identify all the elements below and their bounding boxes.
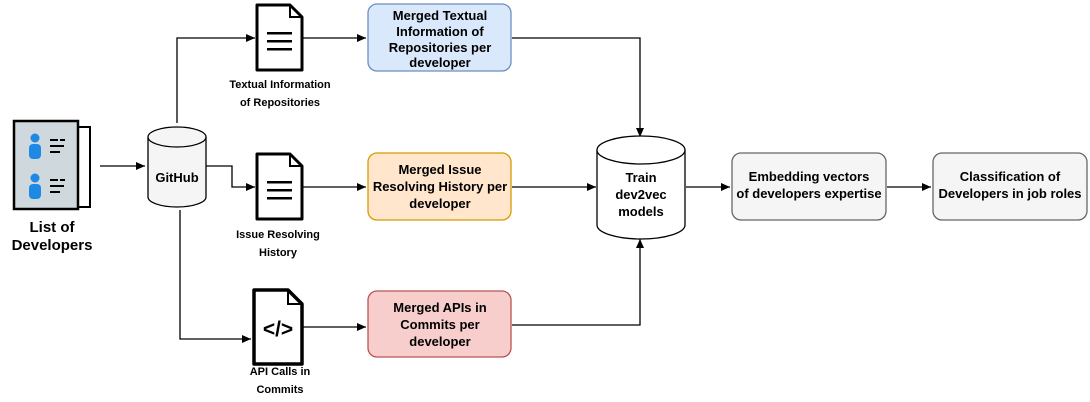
classification-label: Classification of	[960, 169, 1061, 184]
merged-textual-label: Merged Textual	[393, 8, 487, 23]
developer-list-caption: Developers	[12, 237, 93, 254]
merged-issues-box: Merged Issue Resolving History per devel…	[367, 152, 512, 221]
arrow-github-to-api	[179, 210, 251, 343]
box-shape	[932, 152, 1088, 221]
merged-textual-label: developer	[409, 55, 470, 70]
connectors	[100, 34, 931, 343]
merged-api-label: Commits per	[400, 317, 479, 332]
textual-source-caption: of Repositories	[240, 97, 320, 109]
train-label: models	[618, 204, 664, 219]
merged-textual-box: Merged Textual Information of Repositori…	[367, 3, 512, 72]
embedding-vectors-box: Embedding vectors of developers expertis…	[731, 152, 887, 221]
code-glyph: </>	[263, 318, 293, 341]
document-icon	[255, 152, 304, 221]
box-shape	[731, 152, 887, 221]
textual-source-caption: Textual Information	[229, 79, 331, 91]
train-label: Train	[625, 170, 656, 185]
box-shape	[367, 290, 512, 358]
embedding-label: Embedding vectors	[749, 169, 870, 184]
merged-issues-label: Resolving History per	[373, 179, 507, 194]
arrow-github-to-textual	[176, 34, 255, 123]
classification-box: Classification of Developers in job role…	[932, 152, 1088, 221]
developer-list-icon	[12, 119, 91, 211]
person-icon	[29, 133, 65, 159]
developer-list-caption: List of	[30, 219, 76, 236]
train-label: dev2vec	[615, 187, 666, 202]
classification-label: Developers in job roles	[938, 186, 1081, 201]
code-file-icon: </>	[252, 288, 304, 366]
embedding-label: of developers expertise	[736, 186, 881, 201]
box-shape	[367, 3, 512, 72]
merged-textual-label: Information of	[396, 24, 484, 39]
arrow-merged-api-to-train	[512, 239, 644, 326]
person-icon	[29, 173, 65, 199]
api-source-caption: API Calls in	[250, 366, 311, 378]
merged-api-label: Merged APIs in	[393, 300, 486, 315]
document-icon	[255, 3, 304, 72]
merged-textual-label: Repositories per	[389, 40, 492, 55]
merged-issues-label: developer	[409, 196, 470, 211]
merged-api-box: Merged APIs in Commits per developer	[367, 290, 512, 358]
train-models-database: Train dev2vec models	[596, 135, 686, 240]
merged-issues-label: Merged Issue	[398, 162, 481, 177]
github-database: GitHub	[147, 126, 207, 208]
issues-source-caption: Issue Resolving	[236, 229, 320, 241]
box-shape	[367, 152, 512, 221]
arrow-merged-textual-to-train	[512, 37, 644, 137]
merged-api-label: developer	[409, 334, 470, 349]
api-source-caption: Commits	[256, 384, 303, 396]
arrow-github-to-issues	[205, 165, 255, 191]
github-label: GitHub	[155, 170, 198, 185]
issues-source-caption: History	[259, 247, 298, 259]
